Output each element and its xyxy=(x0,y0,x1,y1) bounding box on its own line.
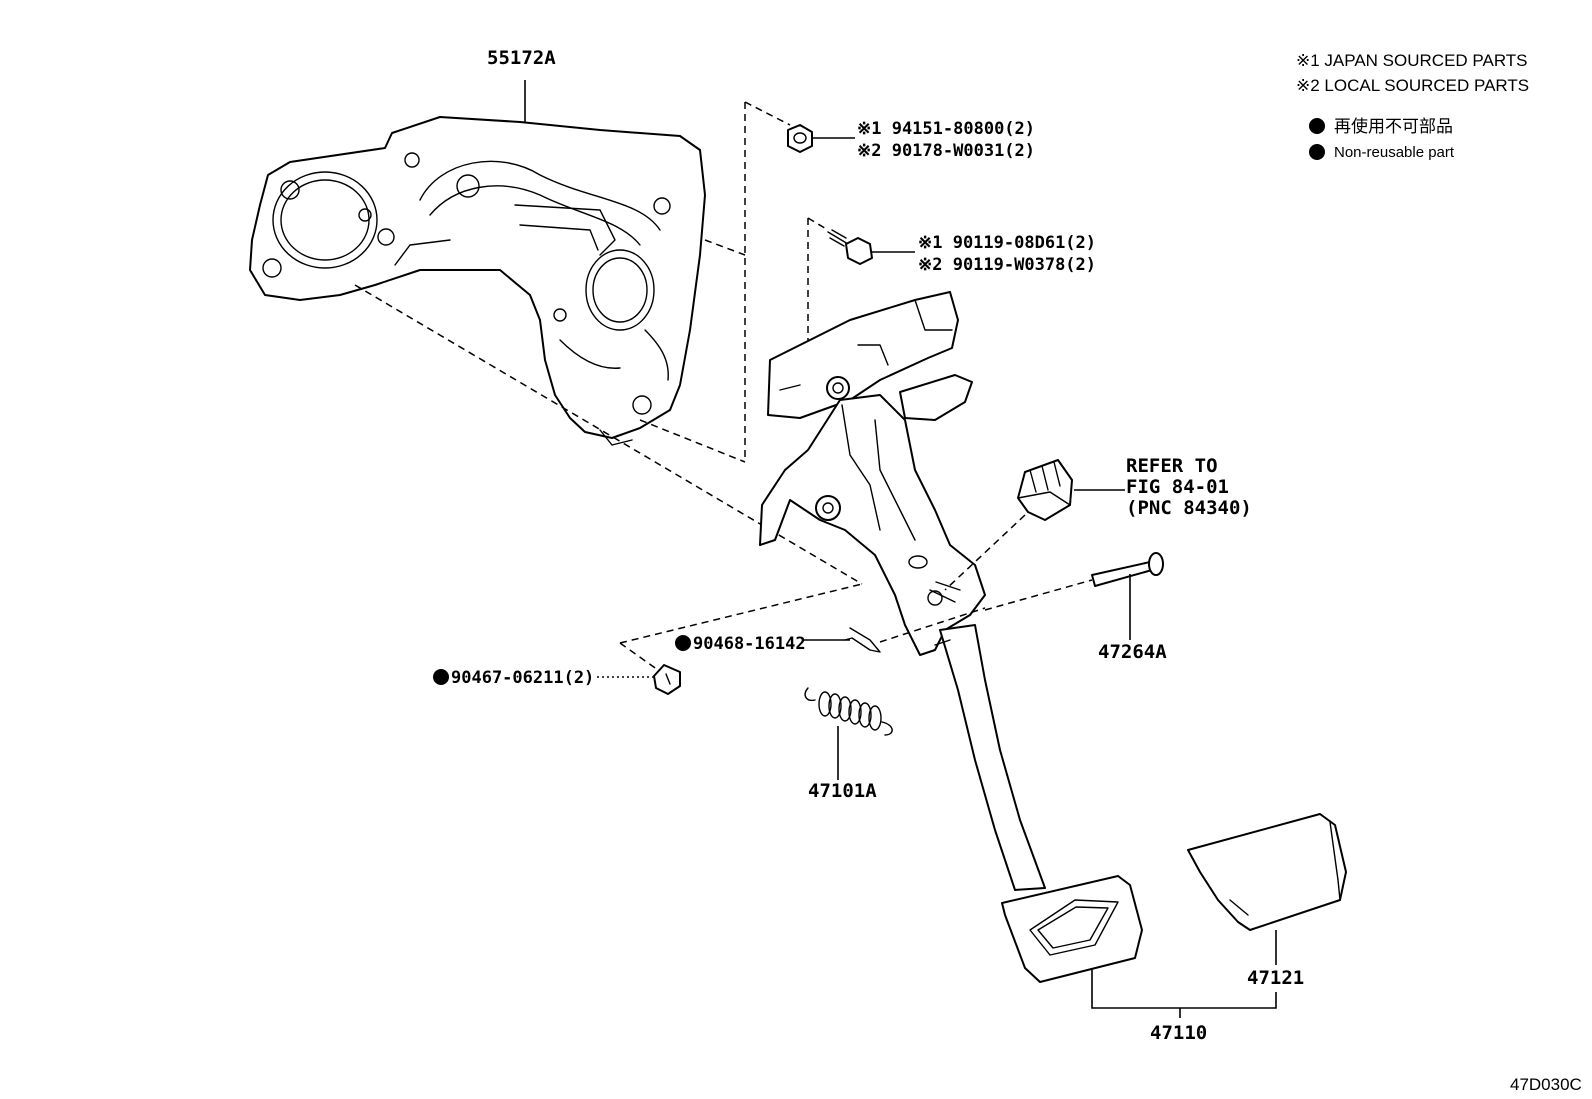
projection-line xyxy=(354,284,863,585)
brake-pedal-drawing xyxy=(759,291,1143,983)
pedal-pad-drawing xyxy=(1187,813,1347,965)
pedal-pin-drawing xyxy=(984,552,1164,640)
label-nut-local: ※2 90178-W0031(2) xyxy=(857,141,1035,161)
label-55172a: 55172A xyxy=(487,47,556,69)
label-refer-line2: FIG 84-01 xyxy=(1126,476,1229,498)
legend: ※1 JAPAN SOURCED PARTS ※2 LOCAL SOURCED … xyxy=(1296,51,1529,161)
label-refer-line1: REFER TO xyxy=(1126,455,1218,477)
projection-line xyxy=(807,217,829,231)
nut-drawing xyxy=(787,124,855,153)
filled-circle-icon xyxy=(433,669,449,685)
label-bushing: 90467-06211(2) xyxy=(451,668,594,688)
filled-circle-icon xyxy=(1309,144,1325,160)
label-47101a: 47101A xyxy=(808,780,877,802)
legend-nonreusable-jp: 再使用不可部品 xyxy=(1334,116,1453,136)
label-47110: 47110 xyxy=(1150,1022,1207,1044)
label-bolt-japan: ※1 90119-08D61(2) xyxy=(918,233,1096,253)
legend-nonreusable-en: Non-reusable part xyxy=(1334,144,1455,161)
bushing-drawing xyxy=(597,583,863,695)
label-nut-japan: ※1 94151-80800(2) xyxy=(857,119,1035,139)
projection-line xyxy=(639,419,746,463)
label-refer-line3: (PNC 84340) xyxy=(1126,497,1252,519)
label-bolt-local: ※2 90119-W0378(2) xyxy=(918,255,1096,275)
stop-light-switch-drawing xyxy=(944,459,1125,591)
figure-code: 47D030C xyxy=(1510,1075,1582,1094)
pedal-bracket-drawing xyxy=(249,80,706,446)
bolt-drawing xyxy=(827,229,915,265)
label-clip: 90468-16142 xyxy=(693,634,806,654)
projection-line xyxy=(704,239,746,256)
label-47264a: 47264A xyxy=(1098,641,1167,663)
legend-japan-sourced: ※1 JAPAN SOURCED PARTS xyxy=(1296,51,1528,70)
clip-drawing xyxy=(802,607,986,653)
legend-local-sourced: ※2 LOCAL SOURCED PARTS xyxy=(1296,76,1529,95)
label-47121: 47121 xyxy=(1247,967,1304,989)
assembly-bracket-lines xyxy=(1091,968,1277,1018)
return-spring-drawing xyxy=(804,687,893,780)
filled-circle-icon xyxy=(1309,118,1325,134)
filled-circle-icon xyxy=(675,635,691,651)
projection-line xyxy=(744,101,791,126)
